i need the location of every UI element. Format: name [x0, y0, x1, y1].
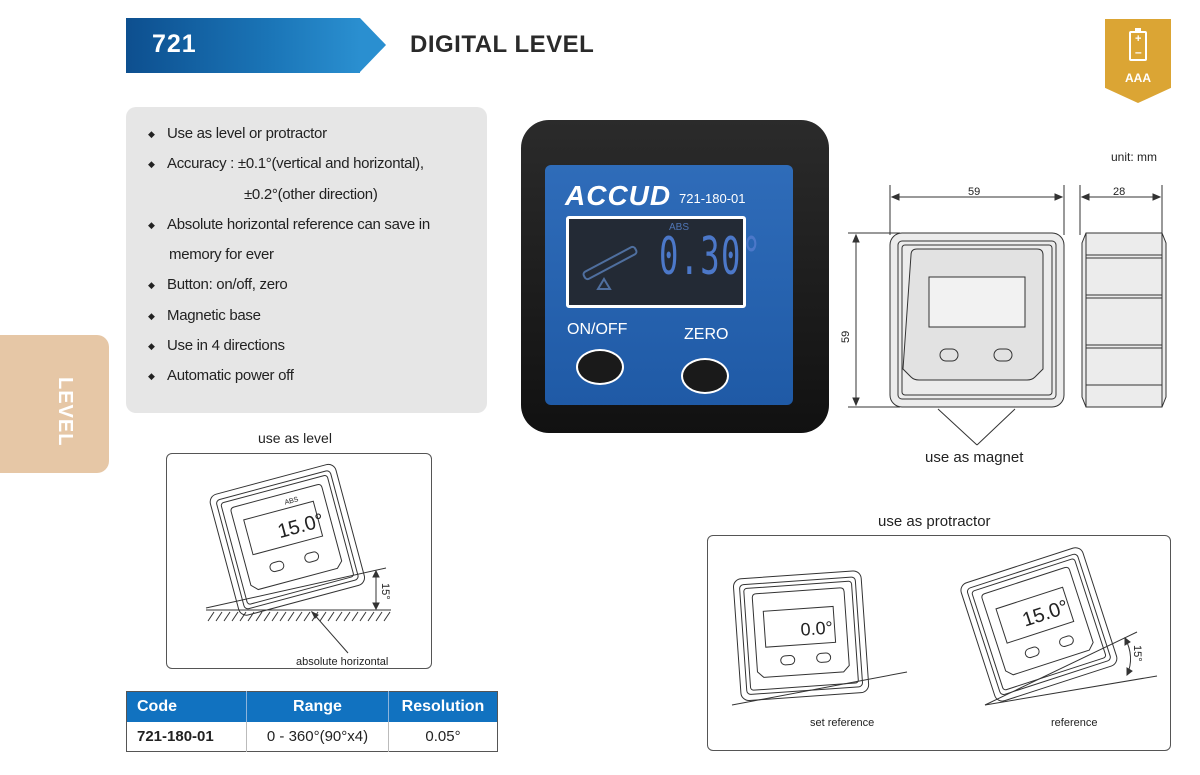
battery-badge: + – AAA — [1105, 19, 1171, 103]
feature-list: Use as level or protractor Accuracy : ±0… — [148, 124, 430, 397]
width-dimension: 59 — [968, 186, 980, 198]
magnet-caption: use as magnet — [925, 449, 1024, 466]
battery-type-label: AAA — [1125, 71, 1151, 85]
column-header-range: Range — [246, 691, 389, 722]
on-off-label: ON/OFF — [567, 321, 628, 338]
feature-item: Button: on/off, zero — [148, 275, 430, 305]
protractor-usage-frame — [707, 535, 1171, 751]
level-usage-frame — [166, 453, 432, 669]
feature-item-continuation: ±0.2°(other direction) — [244, 185, 378, 203]
cell-code: 721-180-01 — [126, 721, 247, 752]
feature-item: Automatic power off — [148, 366, 430, 396]
header-number-band — [126, 18, 360, 73]
feature-item: Absolute horizontal reference can save i… — [148, 215, 430, 245]
dimension-drawing: 59 28 59 — [840, 185, 1167, 446]
level-usage-title: use as level — [258, 430, 332, 446]
tilt-level-icon — [582, 245, 638, 290]
protractor-usage-title: use as protractor — [878, 513, 991, 530]
feature-item: Use as level or protractor — [148, 124, 430, 154]
zero-button[interactable] — [681, 358, 729, 394]
reference-caption: reference — [1051, 717, 1097, 729]
column-header-resolution: Resolution — [388, 691, 498, 722]
level-usage-diagram: 15° ABS 15.0° absolute horizontal — [205, 463, 391, 668]
level-angle-label: 15° — [379, 583, 391, 600]
device-face: ACCUD 721-180-01 ABS 0.30° ON/OFF ZERO — [545, 165, 793, 405]
feature-item-continuation: memory for ever — [169, 246, 274, 264]
on-off-button[interactable] — [576, 349, 624, 385]
category-side-tab[interactable]: LEVEL — [0, 335, 109, 473]
battery-icon: + – — [1129, 28, 1147, 61]
feature-list-panel: Use as level or protractor Accuracy : ±0… — [126, 107, 487, 413]
feature-item: Use in 4 directions — [148, 336, 430, 366]
spec-table: Code Range Resolution 721-180-01 0 - 360… — [126, 691, 498, 752]
protractor-usage-diagram: 15° 0.0° 15.0° set reference reference — [731, 547, 1158, 729]
set-reference-caption: set reference — [810, 717, 874, 729]
set-reference-reading: 0.0° — [800, 618, 834, 640]
depth-dimension: 28 — [1113, 186, 1125, 198]
column-header-code: Code — [126, 691, 247, 722]
category-label: LEVEL — [54, 377, 76, 447]
protractor-angle-label: 15° — [1131, 645, 1143, 662]
lcd-display: ABS 0.30° — [566, 216, 761, 308]
zero-label: ZERO — [684, 326, 729, 343]
cell-range: 0 - 360°(90°x4) — [246, 721, 389, 752]
unit-label: unit: mm — [1111, 150, 1158, 164]
cell-resolution: 0.05° — [425, 727, 461, 745]
brand-logo: ACCUD — [565, 180, 672, 211]
section-number: 721 — [152, 30, 197, 58]
level-abs-indicator: ABS — [284, 496, 300, 506]
product-photo: ACCUD 721-180-01 ABS 0.30° ON/OFF ZERO — [521, 120, 829, 435]
abs-indicator: ABS — [669, 222, 690, 233]
height-dimension: 59 — [840, 331, 852, 343]
table-row: 721-180-01 0 - 360°(90°x4) 0.05° — [126, 721, 498, 752]
page-title: DIGITAL LEVEL — [410, 31, 595, 58]
header-arrow — [360, 18, 386, 72]
feature-item: Magnetic base — [148, 306, 430, 336]
display-reading: 0.30° — [659, 227, 763, 287]
feature-item: Accuracy : ±0.1°(vertical and horizontal… — [148, 154, 430, 184]
model-number: 721-180-01 — [679, 191, 746, 206]
spec-table-header-row: Code Range Resolution — [126, 691, 498, 722]
level-caption: absolute horizontal — [296, 656, 388, 668]
